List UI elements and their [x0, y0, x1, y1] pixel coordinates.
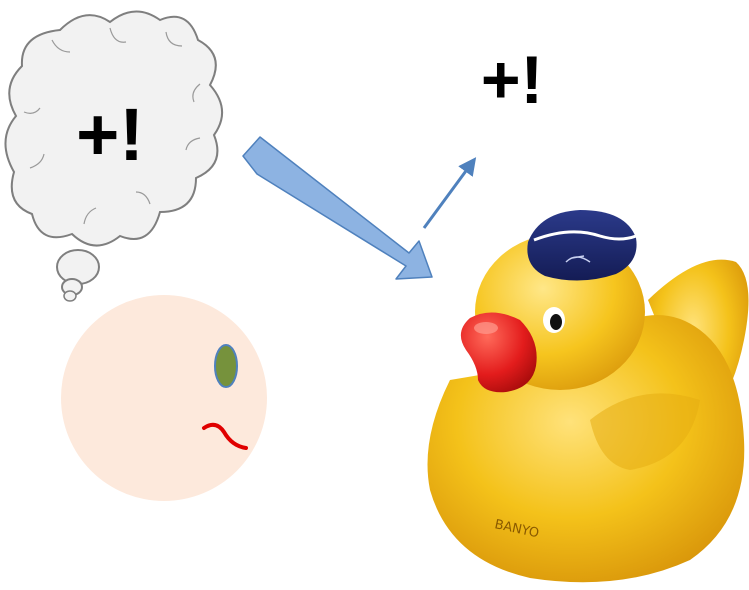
face — [61, 295, 267, 501]
duck-eye-pupil — [550, 314, 562, 330]
face-mouth — [202, 422, 248, 450]
duck-hat — [527, 210, 637, 281]
duck-hat-logo — [565, 255, 591, 263]
thought-trail-large — [56, 249, 100, 285]
thought-trail-small — [63, 290, 77, 302]
duck-hat-band — [533, 230, 637, 242]
line-arrow — [422, 157, 477, 229]
thought-text: +! — [76, 93, 144, 176]
rubber-duck: BANYO — [427, 210, 749, 583]
thought-cloud — [4, 10, 223, 247]
face-eye — [214, 344, 238, 388]
block-arrow-shape — [242, 136, 433, 280]
duck-exclamation-text: +! — [481, 42, 543, 118]
face-circle — [61, 295, 267, 501]
block-arrow — [242, 136, 433, 280]
thought-bubble: +! — [4, 10, 223, 302]
thought-bubble-trail — [56, 249, 100, 302]
duck-beak-highlight — [474, 322, 498, 334]
thought-cloud-inner-curves — [23, 27, 201, 225]
duck-wing — [590, 393, 700, 470]
